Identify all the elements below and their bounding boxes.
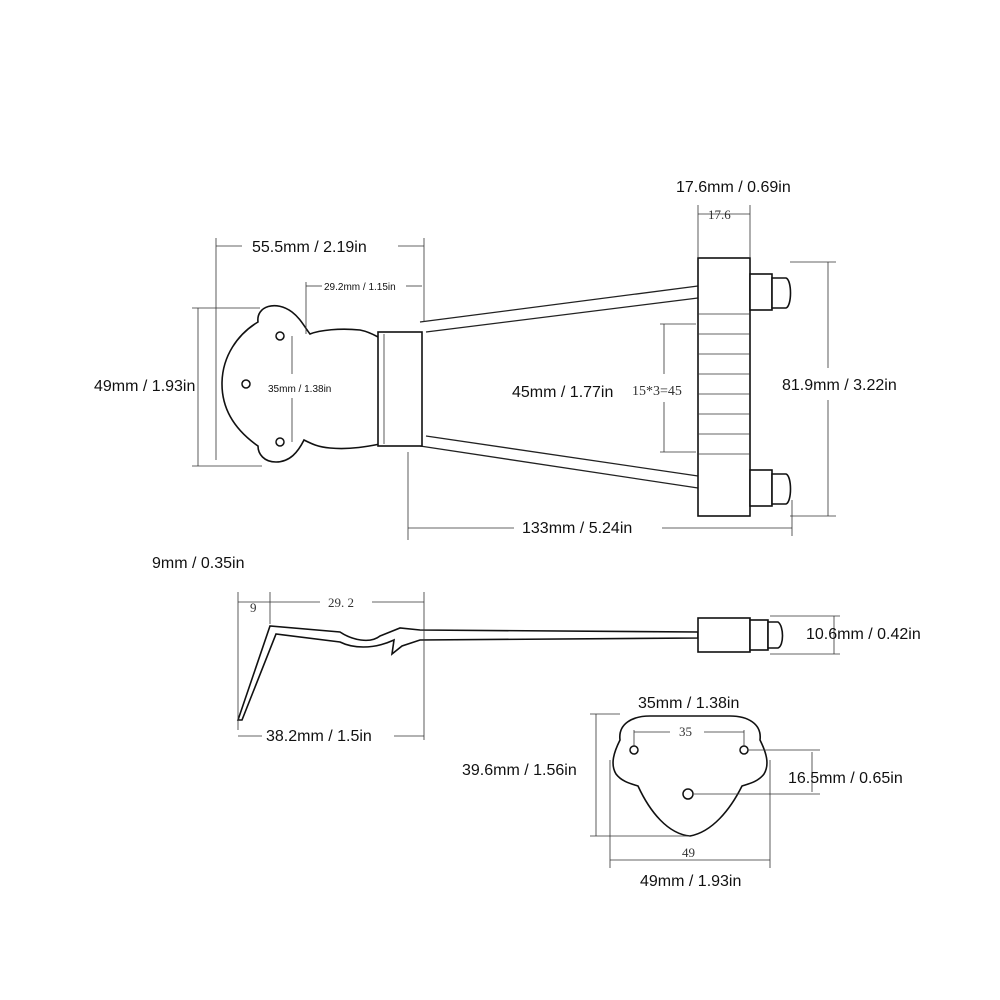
- upper-wire-outer: [419, 285, 699, 323]
- upper-screw-nut: [749, 273, 773, 311]
- label-top-width-small: 17.6: [708, 207, 731, 222]
- label-total-length: 133mm / 5.24in: [522, 520, 632, 537]
- label-bar-span: 45mm / 1.77in: [512, 384, 613, 401]
- label-side-offset-small: 9: [250, 600, 257, 615]
- label-hole-spacing-left: 35mm / 1.38in: [268, 384, 331, 395]
- plate-hole-right: [739, 745, 749, 755]
- side-screw-nut: [749, 619, 769, 651]
- lower-screw-nut: [749, 469, 773, 507]
- upper-wire-inner: [425, 297, 699, 333]
- side-profile: [236, 625, 699, 721]
- label-plate-hole-offset: 16.5mm / 0.65in: [788, 770, 903, 787]
- label-plate-hole-spacing: 35mm / 1.38in: [638, 695, 739, 712]
- label-plate-width: 49mm / 1.93in: [640, 873, 741, 890]
- label-top-width: 17.6mm / 0.69in: [676, 179, 791, 196]
- plate-hole-left: [629, 745, 639, 755]
- side-view: [236, 617, 784, 721]
- plate-hole-bottom: [275, 437, 285, 447]
- label-plate-height: 39.6mm / 1.56in: [462, 762, 577, 779]
- plate-hole-center: [241, 379, 251, 389]
- top-view-dimensions: 17.6mm / 0.69in 17.6 55.5mm / 2.19in 29.…: [94, 179, 897, 540]
- mounting-plate: [612, 715, 768, 837]
- string-bar: [697, 257, 751, 517]
- label-side-length: 38.2mm / 1.5in: [266, 728, 372, 745]
- plate-view-dimensions: 35mm / 1.38in 35 39.6mm / 1.56in 16.5mm …: [462, 695, 903, 890]
- top-view: [221, 257, 792, 517]
- label-side-inner-small: 29. 2: [328, 595, 354, 610]
- label-bar-formula: 15*3=45: [632, 384, 682, 399]
- plate-hole-top: [275, 331, 285, 341]
- lower-wire-inner: [425, 435, 699, 477]
- lower-wire-outer: [419, 445, 699, 489]
- side-screw-head: [767, 621, 784, 649]
- label-plate-width-small: 49: [682, 845, 695, 860]
- label-tail-length: 55.5mm / 2.19in: [252, 239, 367, 256]
- label-height-left: 49mm / 1.93in: [94, 378, 195, 395]
- label-side-offset: 9mm / 0.35in: [152, 555, 244, 572]
- label-total-height: 81.9mm / 3.22in: [782, 377, 897, 394]
- side-view-dimensions: 9mm / 0.35in 9 29. 2 10.6mm / 0.42in 38.…: [152, 555, 921, 745]
- lower-screw-head: [771, 473, 792, 505]
- collar-block: [377, 331, 423, 447]
- label-side-height: 10.6mm / 0.42in: [806, 626, 921, 643]
- label-tail-inner: 29.2mm / 1.15in: [324, 282, 396, 293]
- upper-screw-head: [771, 277, 792, 309]
- label-plate-hole-spacing-small: 35: [679, 724, 692, 739]
- side-bar: [697, 617, 751, 653]
- plate-hole-center-2: [682, 788, 694, 800]
